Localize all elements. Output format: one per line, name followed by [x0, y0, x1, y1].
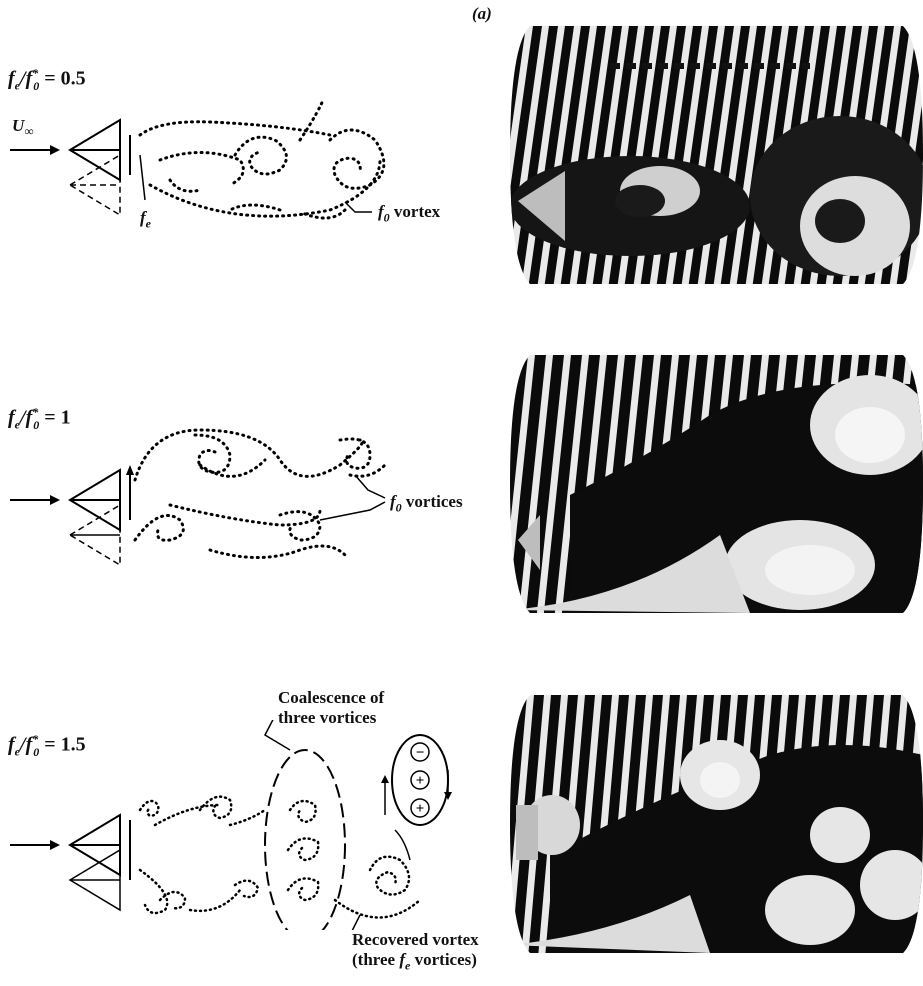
panel-label: (a): [472, 4, 492, 24]
coalescence-ellipse: [265, 750, 345, 930]
sketch-row3: − + +: [0, 720, 500, 930]
vortex-label-row1: f0 vortex: [378, 202, 440, 225]
fe-label: fe: [140, 208, 151, 231]
sign-plus-1: +: [416, 773, 425, 789]
flow-photo-row1: [510, 26, 923, 284]
sign-plus-2: +: [416, 801, 425, 817]
sketch-row1: [0, 100, 500, 290]
freestream-label: U∞: [12, 116, 34, 139]
vortex-label-row2: f0 vortices: [390, 492, 463, 515]
condition-label-row1: fe/f*0 = 0.5: [8, 66, 86, 94]
flow-photo-row3: [510, 695, 923, 953]
recovered-vortex-label: Recovered vortex (three fe vortices): [352, 930, 479, 973]
sign-minus: −: [416, 745, 425, 761]
flow-photo-row2: [510, 355, 923, 613]
freestream-arrowhead: [50, 145, 60, 155]
